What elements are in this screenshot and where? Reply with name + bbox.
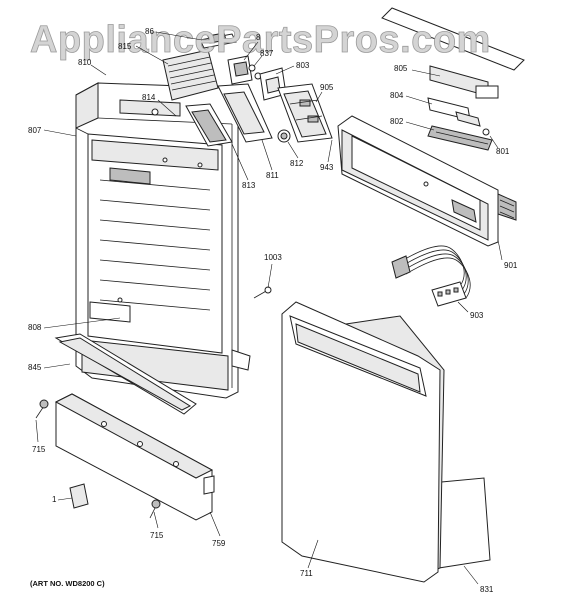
bottom-trim-and-panel (54, 333, 215, 521)
label-815: 815 (118, 42, 132, 51)
vent-assembly (162, 32, 287, 101)
label-711: 711 (300, 569, 313, 578)
label-905: 905 (320, 83, 334, 92)
label-801: 801 (496, 147, 510, 156)
label-1003: 1003 (264, 253, 282, 262)
top-bracket-parts (381, 7, 525, 151)
wire-harness (391, 245, 471, 307)
label-810: 810 (78, 58, 92, 67)
label-812: 812 (290, 159, 304, 168)
label-811: 811 (266, 171, 279, 180)
label-1: 1 (52, 495, 57, 504)
label-807: 807 (28, 126, 42, 135)
control-console (337, 115, 517, 247)
dispenser-assembly (185, 83, 291, 147)
label-808: 808 (28, 323, 42, 332)
label-901: 901 (504, 261, 518, 270)
label-831: 831 (480, 585, 494, 594)
outer-door-panel (281, 301, 491, 583)
label-803: 803 (296, 61, 310, 70)
label-837: 837 (260, 49, 274, 58)
label-845: 845 (28, 363, 42, 372)
literature-pack (69, 483, 89, 509)
control-board (277, 83, 333, 143)
door-frame-assembly (75, 82, 251, 399)
label-805: 805 (394, 64, 408, 73)
leader-lines (35, 31, 503, 585)
label-804: 804 (390, 91, 404, 100)
label-715-left: 715 (32, 445, 46, 454)
screws-715 (35, 399, 161, 519)
label-814: 814 (142, 93, 156, 102)
label-8: 8 (256, 33, 261, 42)
label-813: 813 (242, 181, 256, 190)
label-943: 943 (320, 163, 334, 172)
label-715-bottom: 715 (150, 531, 164, 540)
label-903: 903 (470, 311, 484, 320)
label-759: 759 (212, 539, 226, 548)
label-802: 802 (390, 117, 404, 126)
screw-1003 (253, 286, 272, 299)
part-number-labels: 86 8 815 837 803 810 814 807 905 805 804… (28, 27, 518, 594)
watermark-text: AppliancePartsPros.com (30, 19, 491, 61)
label-86: 86 (145, 27, 154, 36)
art-number: (ART NO. WD8200 C) (30, 579, 105, 588)
